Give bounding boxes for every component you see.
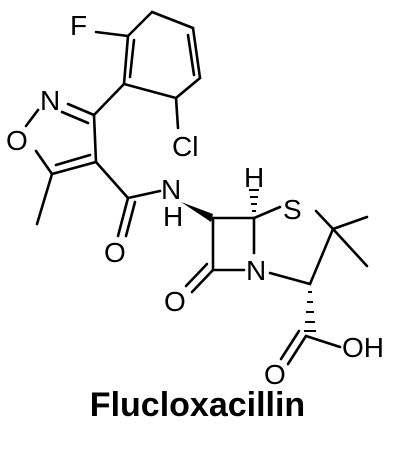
bond [314, 209, 335, 231]
bond [331, 215, 369, 231]
bond [268, 271, 312, 286]
bond [122, 34, 130, 86]
compound-name: Flucloxacillin [89, 386, 306, 424]
bond [308, 227, 335, 286]
bond [190, 268, 215, 294]
bond [94, 30, 130, 38]
bond [186, 33, 196, 77]
isoxazole-nitrogen-label: N [40, 85, 60, 116]
bond [174, 76, 202, 100]
bonds [24, 10, 369, 366]
bond [34, 149, 54, 176]
bond [92, 113, 98, 164]
bond [128, 38, 136, 79]
bond [126, 10, 154, 38]
hydroxyl-label: OH [342, 332, 384, 363]
amide-nitrogen-label: N [161, 174, 181, 205]
bond [24, 108, 40, 128]
bond [35, 172, 54, 226]
wedge-bond [181, 202, 213, 222]
fluorine-label: F [70, 10, 87, 41]
carboxyl-oxygen-label: O [264, 359, 286, 390]
sulfur-label: S [283, 194, 302, 225]
hashed-bond [249, 189, 259, 212]
bond [286, 334, 308, 366]
bond [60, 110, 90, 125]
amide-hydrogen-label: H [163, 201, 183, 232]
bond [126, 189, 162, 200]
bond [279, 329, 301, 361]
isoxazole-oxygen-label: O [6, 125, 28, 156]
bond [94, 160, 130, 200]
bond [174, 96, 180, 130]
bridgehead-hydrogen-label: H [244, 162, 264, 193]
bond [122, 82, 178, 100]
amide-oxygen-label: O [104, 237, 126, 268]
bond [124, 200, 137, 238]
stereo-bonds [181, 189, 316, 332]
bond [184, 262, 209, 288]
bond [66, 102, 96, 117]
bond [92, 82, 126, 117]
bond [150, 10, 195, 30]
bond [304, 334, 342, 349]
bond [50, 160, 98, 176]
chlorine-label: Cl [172, 131, 198, 162]
bond [252, 205, 282, 220]
lactam-oxygen-label: O [164, 286, 186, 317]
atom-labels: F Cl N O N H O H S N O O OH [6, 10, 384, 390]
bond [116, 196, 130, 238]
hashed-bond [304, 291, 316, 332]
bond [331, 227, 369, 268]
lactam-nitrogen-label: N [246, 255, 266, 286]
bond [191, 26, 202, 80]
bond [54, 153, 92, 167]
